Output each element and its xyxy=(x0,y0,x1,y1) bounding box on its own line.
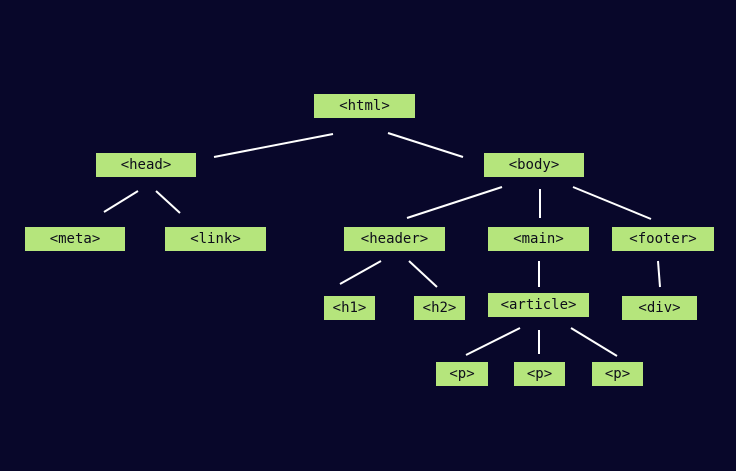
node-p-1: <p> xyxy=(436,362,488,386)
edge-html-body xyxy=(387,132,464,158)
edge-body-header xyxy=(406,186,503,219)
edge-head-link xyxy=(155,190,181,214)
edge-header-h1 xyxy=(339,260,382,285)
node-head: <head> xyxy=(96,153,196,177)
node-html: <html> xyxy=(314,94,415,118)
node-meta: <meta> xyxy=(25,227,125,251)
node-footer: <footer> xyxy=(612,227,714,251)
node-header: <header> xyxy=(344,227,445,251)
edge-html-head xyxy=(213,133,334,158)
edge-body-footer xyxy=(572,186,652,220)
node-article: <article> xyxy=(488,293,589,317)
node-p-3: <p> xyxy=(592,362,643,386)
node-body: <body> xyxy=(484,153,584,177)
node-link: <link> xyxy=(165,227,266,251)
node-p-2: <p> xyxy=(514,362,565,386)
node-div: <div> xyxy=(622,296,697,320)
edge-header-h2 xyxy=(408,260,438,288)
edge-article-p1 xyxy=(465,327,521,356)
node-h2: <h2> xyxy=(414,296,465,320)
edge-article-p3 xyxy=(570,327,618,357)
edge-head-meta xyxy=(103,190,139,213)
edge-footer-div xyxy=(657,260,661,288)
node-h1: <h1> xyxy=(324,296,375,320)
node-main: <main> xyxy=(488,227,589,251)
